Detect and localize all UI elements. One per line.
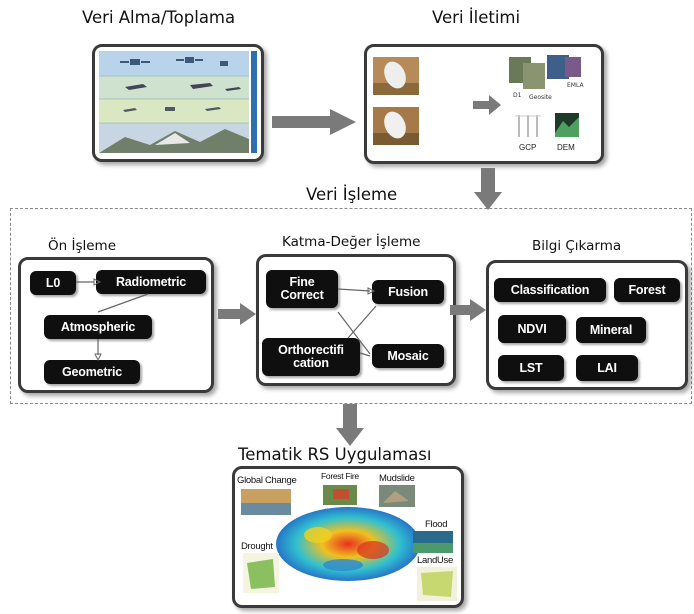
svg-text:EMLA: EMLA <box>567 82 584 89</box>
l0-node: L0 <box>30 271 76 295</box>
value-added-title: Katma-Değer İşleme <box>282 234 421 250</box>
drought-label: Drought <box>241 541 273 552</box>
drought-thumbnail <box>243 553 279 593</box>
acquisition-title: Veri Alma/Toplama <box>82 8 236 27</box>
atmospheric-node: Atmospheric <box>44 315 152 339</box>
transmission-title: Veri İletimi <box>432 8 521 27</box>
platforms-illustration <box>99 51 257 153</box>
value-added-to-extraction-arrow <box>450 299 486 321</box>
acquisition-to-transmission-arrow <box>272 109 356 135</box>
landuse-thumbnail <box>417 567 457 601</box>
applications-panel: Global Change Forest Fire Mudslide Flood… <box>232 466 464 608</box>
preprocessing-to-value-added-arrow <box>218 303 256 325</box>
geometric-node: Geometric <box>44 360 140 384</box>
processing-to-application-arrow <box>336 404 364 446</box>
right-arrow-icon <box>473 95 501 115</box>
svg-text:D1: D1 <box>513 92 522 99</box>
forest-fire-thumbnail <box>323 485 357 505</box>
mudslide-label: Mudslide <box>379 473 415 484</box>
aircraft-icon <box>125 83 241 91</box>
global-temperature-map <box>276 507 420 581</box>
forest-fire-label: Forest Fire <box>321 471 359 481</box>
acquisition-panel <box>92 44 264 162</box>
flood-label: Flood <box>425 519 448 530</box>
forest-node: Forest <box>614 278 680 302</box>
dem-thumbnail <box>555 113 579 137</box>
classification-node: Classification <box>494 278 606 302</box>
fusion-node: Fusion <box>372 280 444 304</box>
extraction-title: Bilgi Çıkarma <box>532 238 622 254</box>
radiometric-node: Radiometric <box>96 270 206 294</box>
lst-node: LST <box>498 355 564 381</box>
fine-correct-node: Fine Correct <box>266 270 338 308</box>
application-title: Tematik RS Uygulaması <box>238 445 432 464</box>
svg-text:Geosite: Geosite <box>529 94 552 101</box>
imagery-products-thumbnails: D1 Geosite EMLA <box>509 55 584 101</box>
global-change-thumbnail <box>241 489 291 515</box>
flood-thumbnail <box>413 531 453 553</box>
orthorectification-node: Orthorectifi cation <box>262 338 360 376</box>
transmission-panel: D1 Geosite EMLA GCP DEM <box>364 44 604 164</box>
dem-label: DEM <box>557 143 575 152</box>
ground-station-photo-top <box>373 57 419 95</box>
mudslide-thumbnail <box>379 485 415 507</box>
preprocessing-title: Ön İşleme <box>48 238 117 254</box>
ground-station-photo-bottom <box>373 107 419 145</box>
gcp-label: GCP <box>519 143 537 152</box>
gcp-pins-icon <box>515 115 541 137</box>
satellite-icon <box>120 57 228 66</box>
mineral-node: Mineral <box>576 317 646 343</box>
landuse-label: LandUse <box>417 555 453 566</box>
ndvi-node: NDVI <box>498 315 566 343</box>
lai-node: LAI <box>576 355 638 381</box>
mosaic-node: Mosaic <box>372 344 444 368</box>
processing-frame <box>10 208 692 404</box>
processing-title: Veri İşleme <box>306 185 398 204</box>
transmission-to-processing-arrow <box>474 168 502 210</box>
preprocessing-connectors <box>76 278 149 362</box>
global-change-label: Global Change <box>237 475 297 486</box>
value-added-connectors <box>337 287 377 357</box>
